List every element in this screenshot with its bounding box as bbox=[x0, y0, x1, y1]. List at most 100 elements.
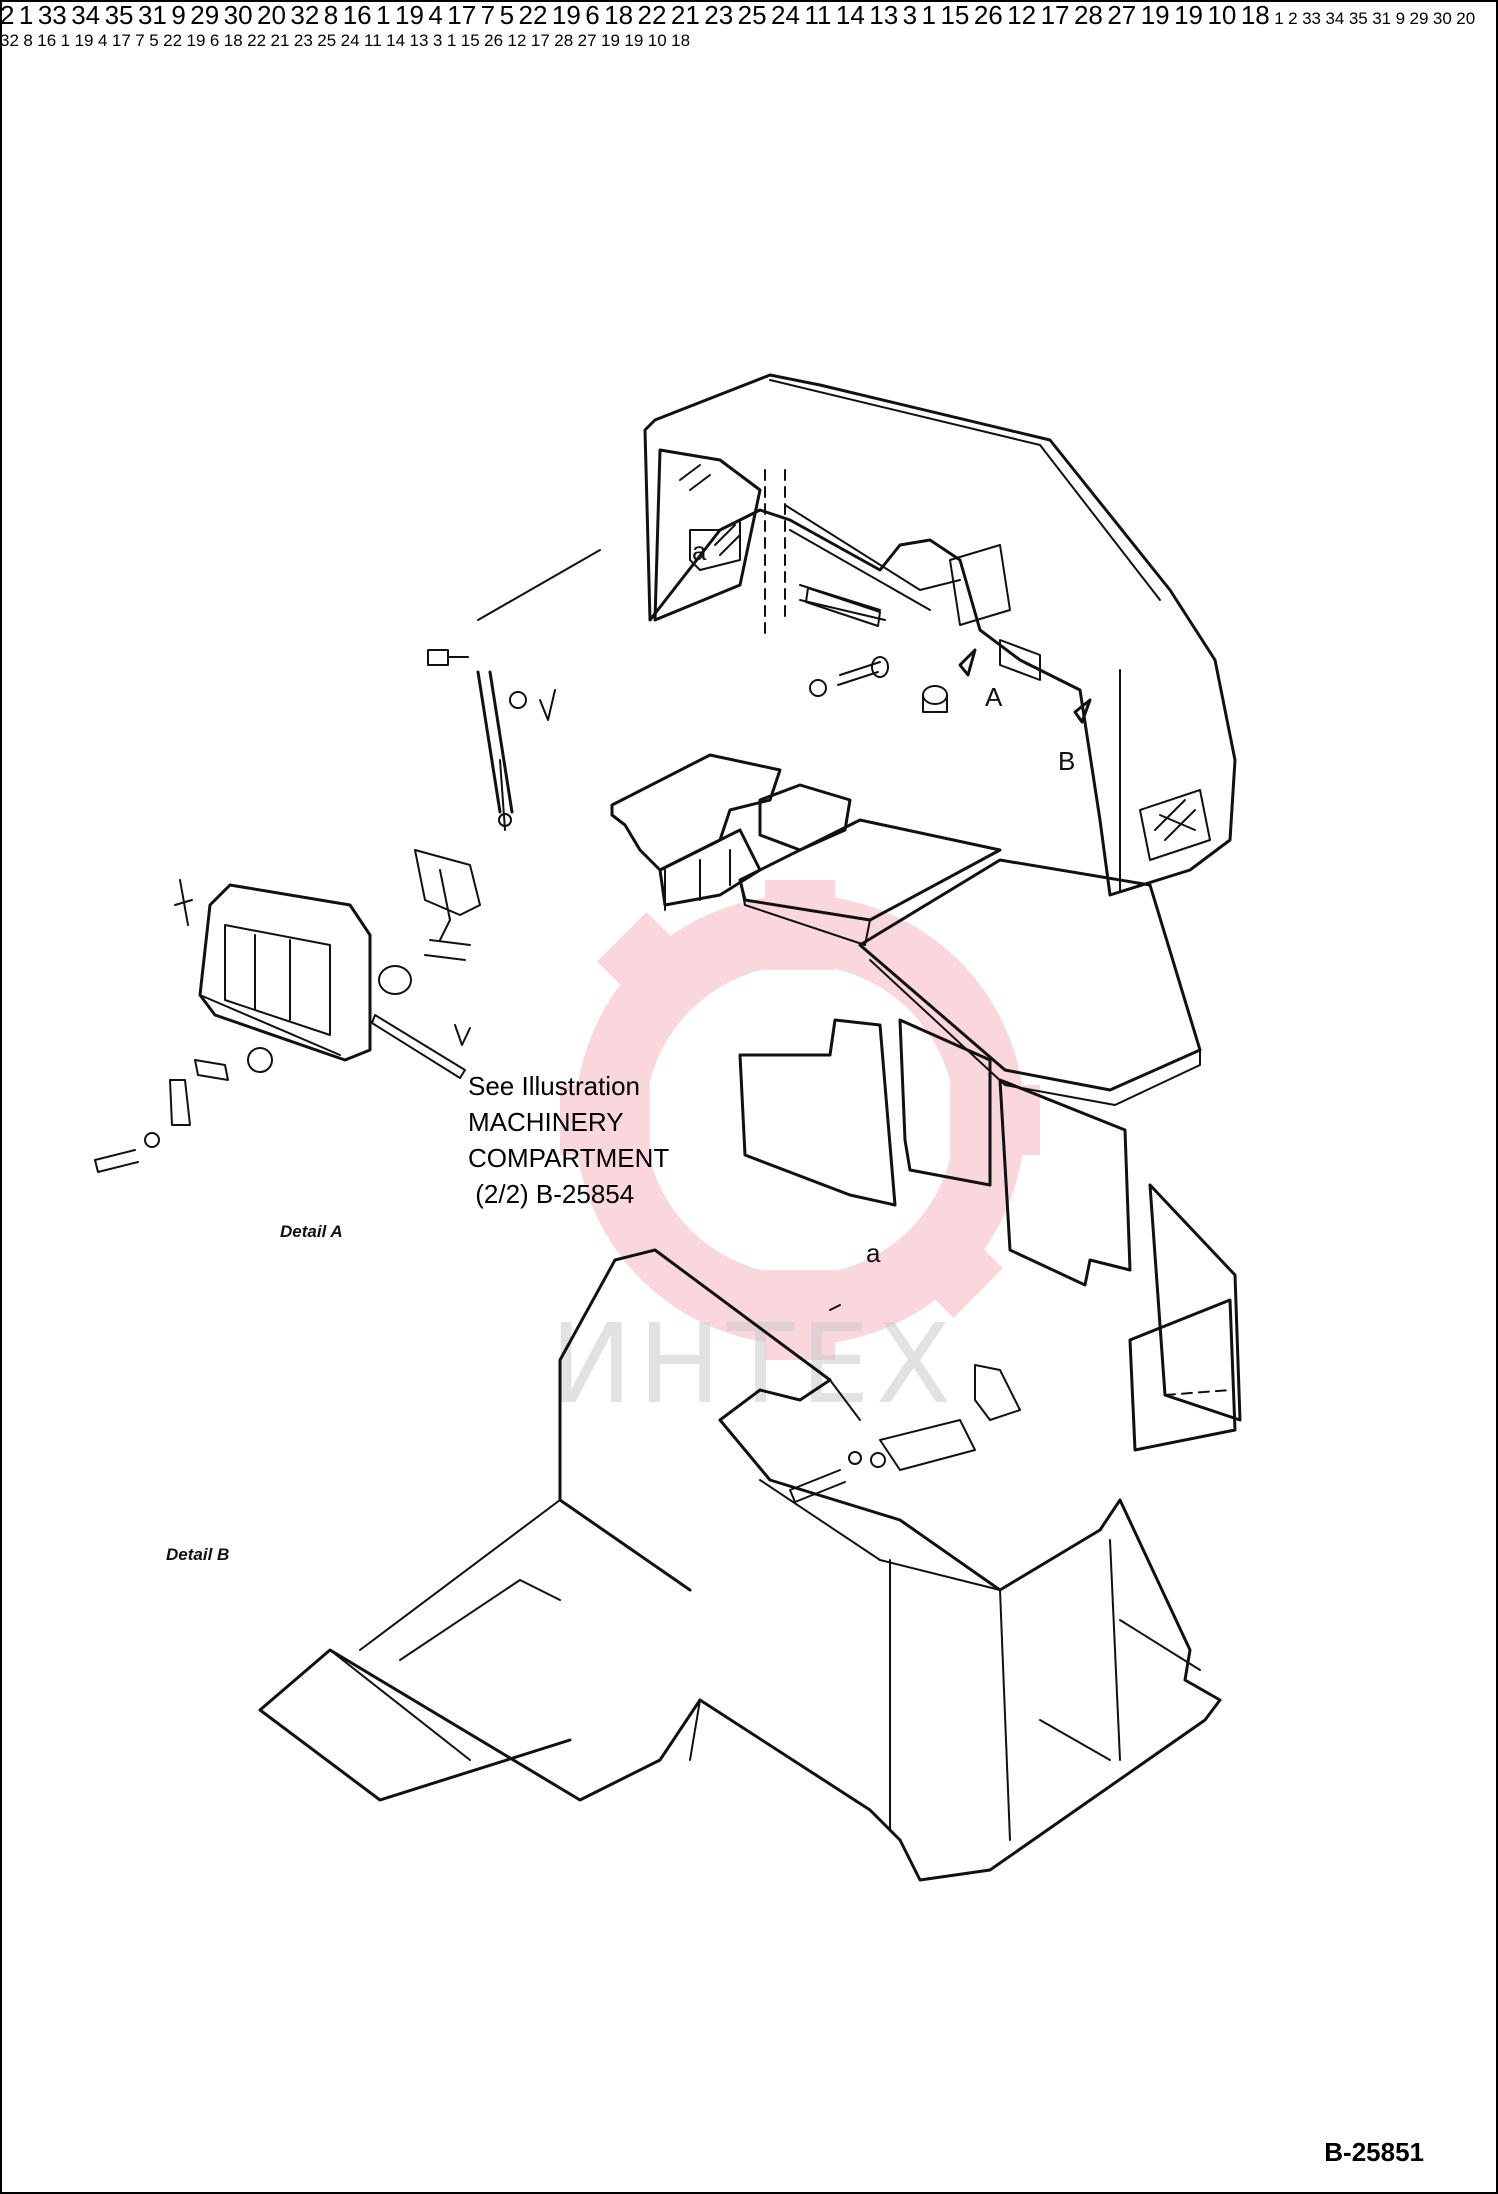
callout-marker[interactable]: 18 bbox=[224, 31, 243, 50]
callout-marker[interactable]: 19 bbox=[601, 31, 620, 50]
callout-label: 17 bbox=[530, 31, 550, 50]
detail-a-caption: Detail A bbox=[280, 1222, 343, 1241]
callout-marker[interactable]: 9 bbox=[1395, 9, 1406, 28]
callout-markers: 1 2 33 34 35 31 9 29 30 20 32 8 16 1 19 … bbox=[0, 9, 1475, 50]
callout-marker[interactable]: 14 bbox=[386, 31, 405, 50]
callout-marker[interactable]: 20 bbox=[1456, 9, 1475, 28]
callout-label: 30 bbox=[1432, 9, 1452, 28]
callout-label: 29 bbox=[1409, 9, 1429, 28]
printed-number: 35 bbox=[104, 0, 134, 30]
insulation-panels-top bbox=[610, 753, 1202, 1106]
gas-spring bbox=[427, 549, 601, 831]
callout-marker[interactable]: 32 bbox=[0, 31, 19, 50]
callout-marker[interactable]: 33 bbox=[1302, 9, 1321, 28]
callout-marker[interactable]: 11 bbox=[364, 31, 382, 50]
printed-number: 13 bbox=[869, 0, 899, 30]
callout-label: 33 bbox=[1302, 9, 1321, 28]
printed-number: 19 bbox=[1140, 0, 1170, 30]
callout-label: 27 bbox=[577, 31, 597, 50]
callout-marker[interactable]: 17 bbox=[530, 31, 550, 50]
callout-marker[interactable]: 1 bbox=[446, 31, 457, 50]
callout-label: 22 bbox=[163, 31, 183, 50]
printed-number: 1 bbox=[18, 0, 34, 30]
printed-number: 2 bbox=[0, 0, 15, 30]
callout-marker[interactable]: 10 bbox=[648, 31, 667, 50]
printed-number: 24 bbox=[771, 0, 800, 30]
reference-note-line: (2/2) B-25854 bbox=[468, 1179, 635, 1209]
printed-number: 22 bbox=[518, 0, 548, 30]
callout-marker[interactable]: 19 bbox=[186, 31, 205, 50]
callout-marker[interactable]: 28 bbox=[554, 31, 574, 50]
callout-marker[interactable]: 6 bbox=[209, 31, 220, 50]
reference-note[interactable]: See Illustration MACHINERY COMPARTMENT (… bbox=[468, 1068, 669, 1212]
callout-label: 9 bbox=[1395, 9, 1406, 28]
callout-marker[interactable]: 35 bbox=[1349, 9, 1368, 28]
callout-marker[interactable]: 8 bbox=[23, 31, 32, 50]
printed-number: 19 bbox=[1174, 0, 1204, 30]
callout-marker[interactable]: 22 bbox=[247, 31, 266, 50]
mating-mark-a-hood: a bbox=[692, 536, 707, 566]
printed-number: 28 bbox=[1073, 0, 1103, 30]
callout-label: 3 bbox=[432, 31, 443, 50]
callout-marker[interactable]: 15 bbox=[461, 31, 480, 50]
printed-number: 15 bbox=[940, 0, 970, 30]
printed-part-numbers: 2 1 33 34 35 31 9 29 30 20 32 8 16 1 19 … bbox=[0, 0, 1274, 30]
callout-label: 13 bbox=[409, 31, 429, 50]
callout-label: 17 bbox=[111, 31, 131, 50]
printed-number: 19 bbox=[551, 0, 581, 30]
callout-marker[interactable]: 34 bbox=[1325, 9, 1344, 28]
printed-number: 27 bbox=[1107, 0, 1137, 30]
view-arrow-b-label: B bbox=[1058, 746, 1075, 776]
callout-marker[interactable]: 19 bbox=[624, 31, 643, 50]
callout-marker[interactable]: 3 bbox=[432, 31, 443, 50]
callout-label: 2 bbox=[1288, 9, 1298, 28]
callout-marker[interactable]: 27 bbox=[577, 31, 597, 50]
callout-marker[interactable]: 1 bbox=[1274, 9, 1283, 28]
printed-number: 7 bbox=[480, 0, 496, 30]
printed-number: 10 bbox=[1207, 0, 1237, 30]
printed-number: 9 bbox=[171, 0, 186, 30]
hood-hardware bbox=[805, 587, 1092, 724]
reference-note-line: See Illustration bbox=[468, 1071, 640, 1101]
printed-number: 18 bbox=[1240, 0, 1270, 30]
callout-marker[interactable]: 22 bbox=[163, 31, 183, 50]
detail-b-caption: Detail B bbox=[166, 1545, 230, 1564]
callout-marker[interactable]: 12 bbox=[507, 31, 526, 50]
callout-marker[interactable]: 24 bbox=[341, 31, 360, 50]
printed-number: 1 bbox=[376, 0, 391, 30]
callout-marker[interactable]: 31 bbox=[1372, 9, 1391, 28]
callout-label: 6 bbox=[209, 31, 220, 50]
printed-number: 21 bbox=[670, 0, 700, 30]
printed-number: 22 bbox=[637, 0, 667, 30]
callout-label: 7 bbox=[135, 31, 145, 50]
mating-mark-a-frame: a bbox=[866, 1238, 881, 1268]
printed-number: 29 bbox=[190, 0, 220, 30]
callout-marker[interactable]: 26 bbox=[484, 31, 503, 50]
callout-marker[interactable]: 4 bbox=[98, 31, 107, 50]
callout-marker[interactable]: 17 bbox=[111, 31, 131, 50]
printed-number: 30 bbox=[223, 0, 253, 30]
callout-marker[interactable]: 18 bbox=[671, 31, 690, 50]
printed-number: 8 bbox=[323, 0, 339, 30]
callout-marker[interactable]: 16 bbox=[37, 31, 56, 50]
callout-marker[interactable]: 30 bbox=[1432, 9, 1452, 28]
callout-marker[interactable]: 2 bbox=[1288, 9, 1298, 28]
printed-number: 4 bbox=[428, 0, 443, 30]
printed-number: 5 bbox=[499, 0, 515, 30]
callout-marker[interactable]: 7 bbox=[135, 31, 145, 50]
callout-label: 1 bbox=[446, 31, 457, 50]
callout-label: 28 bbox=[554, 31, 574, 50]
callout-marker[interactable]: 13 bbox=[409, 31, 429, 50]
callout-marker[interactable]: 5 bbox=[149, 31, 158, 50]
callout-marker[interactable]: 23 bbox=[294, 31, 313, 50]
printed-number: 32 bbox=[290, 0, 320, 30]
printed-number: 25 bbox=[737, 0, 767, 30]
callout-marker[interactable]: 25 bbox=[317, 31, 336, 50]
callout-marker[interactable]: 19 bbox=[75, 31, 94, 50]
callout-marker[interactable]: 1 bbox=[61, 31, 70, 50]
callout-marker[interactable]: 29 bbox=[1409, 9, 1429, 28]
hood-cover: a bbox=[643, 373, 1237, 897]
callout-marker[interactable]: 21 bbox=[271, 31, 290, 50]
